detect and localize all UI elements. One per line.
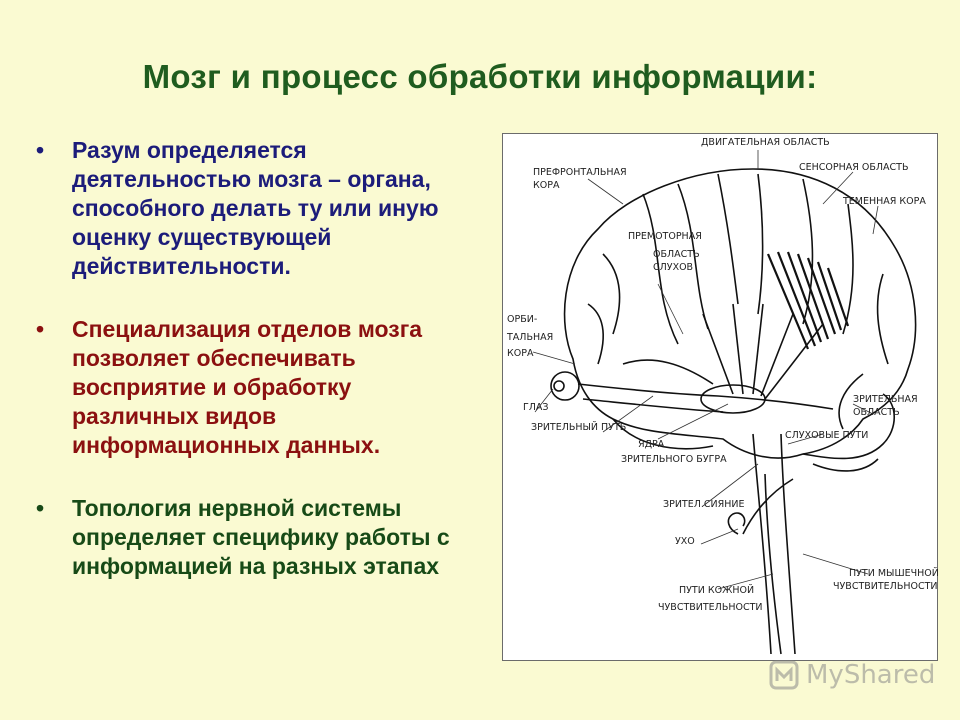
label-prefrontal-2: КОРА [533,180,560,191]
bullet-item: • Топология нервной системы определяет с… [36,494,481,581]
bullet-marker: • [36,137,45,163]
label-premotor: ПРЕМОТОРНАЯ [628,231,702,242]
label-parietal: ТЕМЕННАЯ КОРА [843,196,926,207]
spinal-cord [752,433,772,655]
label-sensory-area: СЕНСОРНАЯ ОБЛАСТЬ [799,162,909,173]
watermark: MyShared [768,655,935,695]
auditory-pathway [742,478,794,535]
label-motor-area: ДВИГАТЕЛЬНАЯ ОБЛАСТЬ [701,137,830,148]
label-optic-path: ЗРИТЕЛЬНЫЙ ПУТЬ [531,422,627,433]
bullet-list: • Разум определяется деятельностью мозга… [36,136,481,615]
label-auditory-paths: СЛУХОВЫЕ ПУТИ [785,430,869,441]
label-thalamus-1: ЯДРА [638,439,665,450]
label-ear: УХО [675,536,695,547]
label-visual-area-1: ЗРИТЕЛЬНАЯ [853,394,918,405]
watermark-text: MyShared [806,660,936,690]
brain-outline [563,168,917,459]
temporal-lobe [612,418,714,450]
label-auditory-area-1: ОБЛАСТЬ [653,249,700,260]
label-orbital-3: КОРА [507,348,534,359]
label-skin-paths-1: ПУТИ КОЖНОЙ [679,585,755,596]
label-skin-paths-2: ЧУВСТВИТЕЛЬНОСТИ [658,602,763,613]
label-prefrontal: ПРЕФРОНТАЛЬНАЯ [533,167,627,178]
label-orbital-1: ОРБИ- [507,314,538,325]
myshared-logo-icon [769,660,799,690]
label-muscle-paths-2: ЧУВСТВИТЕЛЬНОСТИ [833,581,938,592]
bullet-item: • Специализация отделов мозга позволяет … [36,315,481,460]
bullet-item: • Разум определяется деятельностью мозга… [36,136,481,281]
bullet-text: Топология нервной системы определяет спе… [72,495,450,579]
label-optic-radiation: ЗРИТЕЛ.СИЯНИЕ [663,499,745,510]
bullet-marker: • [36,495,45,521]
bullet-marker: • [36,316,45,342]
label-orbital-2: ТАЛЬНАЯ [507,332,554,343]
optic-pathway [577,383,834,410]
bullet-text: Разум определяется деятельностью мозга –… [72,137,439,279]
brain-drawing [532,150,917,655]
label-auditory-area-2: СЛУХОВ [653,262,694,273]
label-visual-area-2: ОБЛАСТЬ [853,407,900,418]
cerebellum [802,393,895,460]
page-title: Мозг и процесс обработки информации: [142,58,818,95]
label-eye: ГЛАЗ [523,402,549,413]
label-thalamus-2: ЗРИТЕЛЬНОГО БУГРА [621,454,727,465]
label-muscle-paths-1: ПУТИ МЫШЕЧНОЙ [849,568,939,579]
bullet-text: Специализация отделов мозга позволяет об… [72,316,423,458]
brain-diagram: ДВИГАТЕЛЬНАЯ ОБЛАСТЬ ПРЕФРОНТАЛЬНАЯ КОРА… [502,133,939,661]
eye-icon [550,371,580,401]
ear-spiral [727,512,746,535]
